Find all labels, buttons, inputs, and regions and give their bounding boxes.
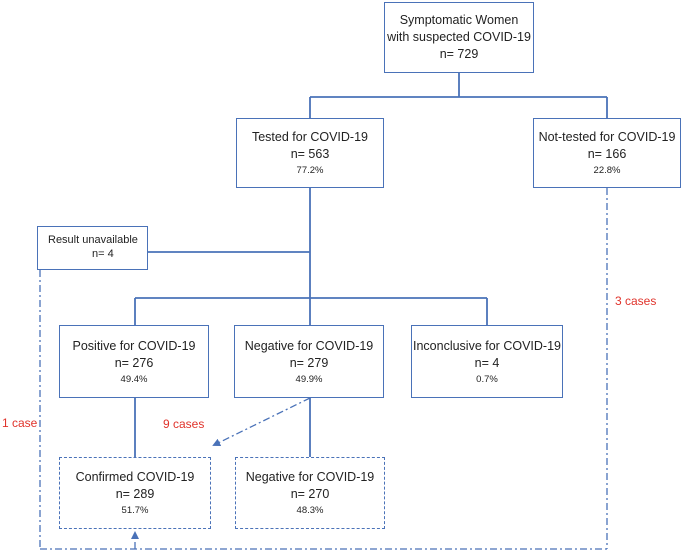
box-negative-final-label: Negative for COVID-19 — [245, 470, 375, 484]
box-result-unavailable: Result unavailable n= 4 — [37, 226, 148, 270]
box-symptomatic-women: Symptomatic Women with suspected COVID-1… — [384, 2, 534, 73]
box-inconclusive-label: Inconclusive for COVID-19 — [413, 338, 561, 353]
annotation-nine-cases: 9 cases — [163, 417, 205, 431]
box-unavailable-label: Result unavailable — [48, 234, 138, 246]
box-not-tested-percent: 22.8% — [593, 165, 621, 176]
box-confirmed: Confirmed COVID-19 n= 289 51.7% — [59, 457, 211, 529]
box-inconclusive-count: n= 4 — [474, 355, 500, 370]
box-negative: Negative for COVID-19 n= 279 49.9% — [234, 325, 384, 398]
box-not-tested-count: n= 166 — [587, 147, 627, 161]
box-tested-label: Tested for COVID-19 — [251, 130, 368, 144]
box-inconclusive: Inconclusive for COVID-19 n= 4 0.7% — [411, 325, 563, 398]
box-positive-label: Positive for COVID-19 — [72, 338, 196, 353]
box-positive: Positive for COVID-19 n= 276 49.4% — [59, 325, 209, 398]
box-tested: Tested for COVID-19 n= 563 77.2% — [236, 118, 384, 188]
box-negative-final-percent: 48.3% — [296, 505, 324, 516]
box-tested-percent: 77.2% — [296, 165, 324, 176]
box-symptomatic-count: n= 729 — [439, 47, 479, 61]
box-positive-percent: 49.4% — [120, 373, 148, 385]
box-negative-label: Negative for COVID-19 — [244, 338, 374, 353]
box-not-tested-label: Not-tested for COVID-19 — [538, 130, 676, 144]
box-positive-count: n= 276 — [114, 355, 154, 370]
annotation-one-case: 1 case — [2, 416, 38, 430]
box-negative-final: Negative for COVID-19 n= 270 48.3% — [235, 457, 385, 529]
box-symptomatic-line2: with suspected COVID-19 — [387, 30, 531, 44]
box-negative-count: n= 279 — [289, 355, 329, 370]
box-negative-percent: 49.9% — [295, 373, 323, 385]
annotation-three-cases: 3 cases — [615, 294, 657, 308]
box-unavailable-count: n= 4 — [92, 248, 114, 260]
box-inconclusive-percent: 0.7% — [476, 373, 498, 385]
box-symptomatic-line1: Symptomatic Women — [399, 13, 519, 27]
box-confirmed-label: Confirmed COVID-19 — [75, 470, 195, 484]
dashed-arrow-negative-to-confirmed — [212, 397, 311, 446]
box-confirmed-percent: 51.7% — [121, 505, 149, 516]
box-not-tested: Not-tested for COVID-19 n= 166 22.8% — [533, 118, 681, 188]
box-tested-count: n= 563 — [290, 147, 330, 161]
box-negative-final-count: n= 270 — [290, 487, 330, 501]
box-confirmed-count: n= 289 — [115, 487, 155, 501]
